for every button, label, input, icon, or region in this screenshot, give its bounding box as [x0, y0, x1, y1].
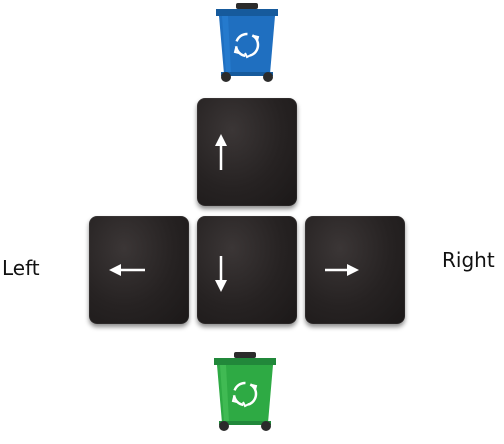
green-recycling-bin — [210, 352, 280, 432]
arrow-up-icon — [215, 134, 227, 170]
up-arrow-key[interactable] — [197, 98, 297, 206]
arrow-left-icon — [109, 264, 145, 276]
blue-recycling-bin — [212, 3, 282, 83]
right-arrow-key[interactable] — [305, 216, 405, 324]
left-arrow-key[interactable] — [89, 216, 189, 324]
recycle-icon — [233, 32, 260, 59]
left-label: Left — [2, 256, 40, 280]
recycle-icon — [231, 381, 258, 408]
arrow-down-icon — [215, 256, 227, 292]
right-label: Right — [442, 248, 495, 272]
arrow-right-icon — [325, 264, 359, 276]
down-arrow-key[interactable] — [197, 216, 297, 324]
